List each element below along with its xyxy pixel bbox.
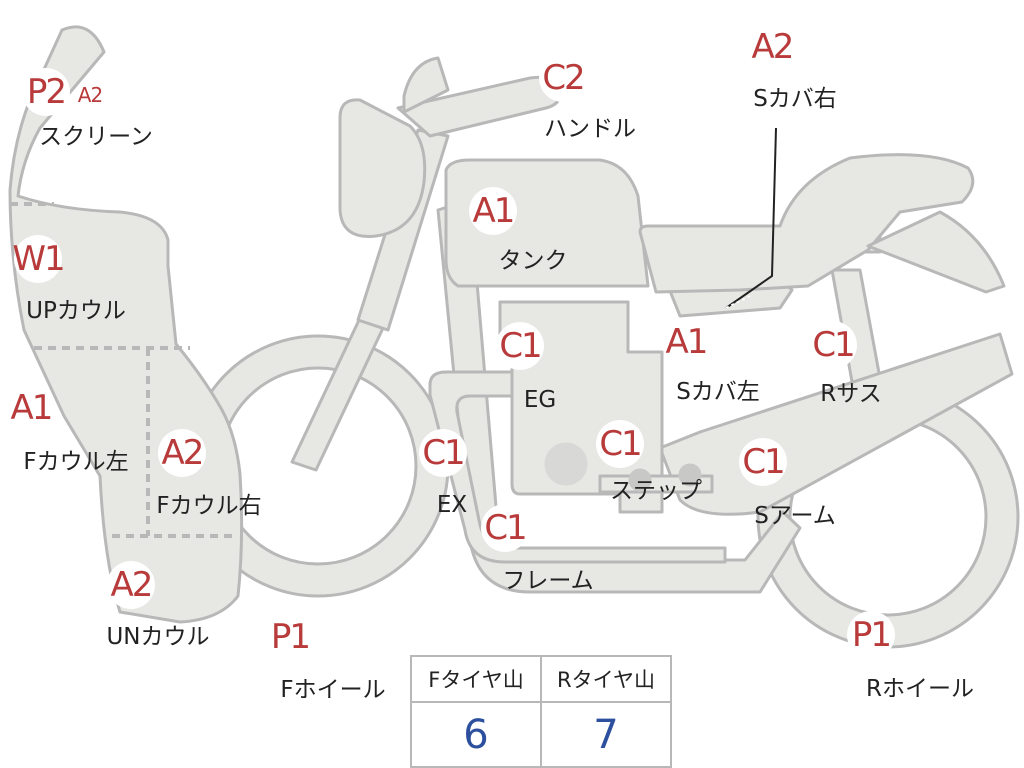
- footpeg-1: [628, 468, 652, 492]
- grade-badge-scover-left: A1: [662, 318, 710, 366]
- part-label-upcowl: UPカウル: [26, 298, 126, 324]
- part-label-fcowl-right: Fカウル右: [156, 493, 262, 519]
- part-label-exhaust: EX: [436, 492, 468, 518]
- tire-tread-table: Fタイヤ山 Rタイヤ山 6 7: [410, 655, 672, 768]
- part-label-uncowl: UNカウル: [106, 624, 210, 650]
- part-label-screen: スクリーン: [39, 124, 153, 150]
- grade-badge-upcowl: W1: [12, 235, 66, 283]
- tail-cowl: [866, 210, 1006, 294]
- grade-badge-rsus: C1: [809, 321, 857, 369]
- part-label-handle: ハンドル: [544, 116, 636, 142]
- part-label-engine: EG: [523, 387, 557, 413]
- grade-badge-scover-right: A2: [748, 23, 796, 71]
- leader-line: [725, 127, 777, 309]
- front-tire-value: 6: [410, 701, 542, 768]
- part-label-scover-right: Sカバ右: [753, 86, 837, 112]
- rear-tire-value: 7: [540, 701, 672, 768]
- leader-line-dash: [725, 295, 751, 309]
- grade-badge-exhaust: C1: [419, 429, 467, 477]
- rear-tire-header: Rタイヤ山: [540, 655, 672, 703]
- fairing: [8, 25, 244, 624]
- grade-badge-screen: P2: [22, 68, 70, 116]
- grade-badge-fcowl-right: A2: [158, 429, 206, 477]
- grade-badge-fcowl-left: A1: [7, 384, 55, 432]
- part-label-rsus: Rサス: [820, 381, 882, 407]
- exhaust-pipe: [428, 370, 727, 564]
- part-label-fcowl-left: Fカウル左: [23, 449, 129, 475]
- grade-badge-tank: A1: [469, 187, 517, 235]
- part-label-fwheel: Fホイール: [280, 677, 386, 703]
- front-tire-header: Fタイヤ山: [410, 655, 542, 703]
- part-label-swingarm: Sアーム: [754, 503, 836, 529]
- part-label-rwheel: Rホイール: [866, 676, 974, 702]
- grade-badge-swingarm: C1: [739, 438, 787, 486]
- engine-case: [544, 442, 588, 486]
- grade-badge-fwheel: P1: [266, 613, 314, 661]
- mirror: [402, 56, 450, 114]
- grade-badge-uncowl: A2: [107, 561, 155, 609]
- grade-badge-frame: C1: [481, 504, 529, 552]
- grade-badge-engine: C1: [496, 322, 544, 370]
- part-label-tank: タンク: [498, 248, 568, 274]
- grade-badge-handle: C2: [539, 54, 587, 102]
- grade-badge-step: C1: [596, 420, 644, 468]
- part-label-scover-left: Sカバ左: [676, 379, 760, 405]
- part-label-step: ステップ: [610, 478, 702, 504]
- grade-badge-rwheel: P1: [847, 611, 895, 659]
- footpeg-2: [678, 463, 702, 487]
- part-label-frame: フレーム: [502, 568, 594, 594]
- seat: [638, 153, 975, 294]
- grade-badge-screen-secondary: A2: [75, 80, 105, 110]
- headlight: [338, 98, 427, 238]
